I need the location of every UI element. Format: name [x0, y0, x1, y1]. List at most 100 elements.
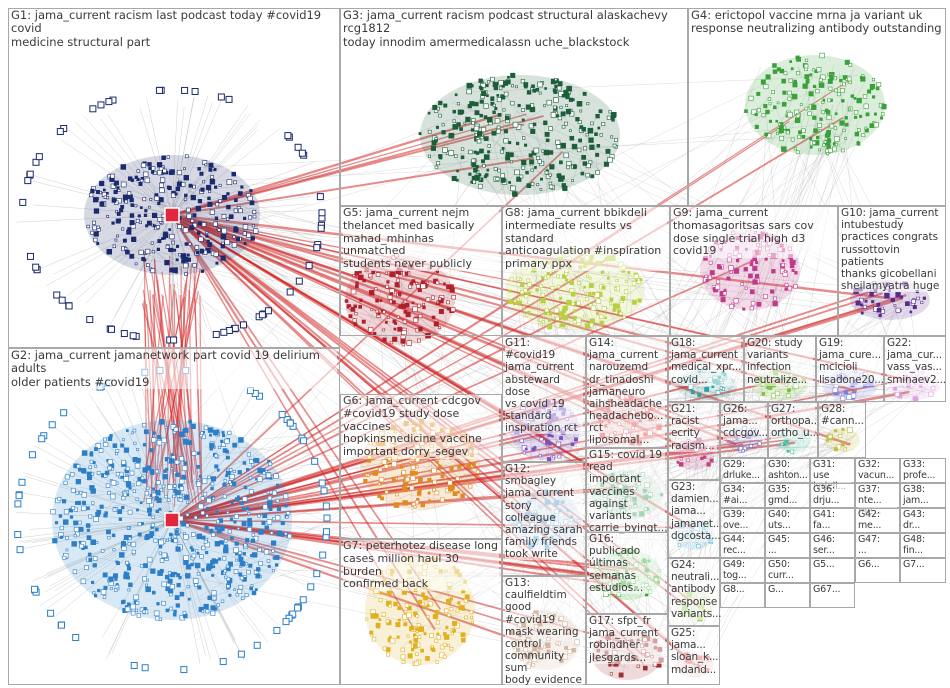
node: [130, 203, 135, 207]
node: [284, 532, 288, 536]
group-label: G40: uts...: [768, 509, 807, 532]
group-box-small: G46: ser...: [810, 533, 855, 558]
node: [222, 494, 227, 499]
group-label: G7...: [903, 559, 943, 571]
node: [195, 250, 200, 255]
edge: [171, 100, 222, 216]
node: [197, 199, 203, 204]
group-label: G49: tog...: [723, 559, 762, 582]
node: [121, 227, 125, 231]
edge: [18, 491, 173, 521]
edge: [712, 378, 917, 389]
node: [125, 249, 130, 255]
node: [113, 182, 118, 186]
node: [144, 177, 151, 184]
group-box-small: G49: tog...: [720, 558, 765, 583]
node: [96, 242, 100, 246]
node: [253, 228, 259, 234]
node: [122, 238, 127, 243]
node: [206, 239, 210, 243]
node: [153, 538, 158, 543]
node: [75, 479, 81, 485]
group-label: G5: jama_current nejm thelancet med basi…: [343, 206, 499, 271]
node: [116, 211, 121, 216]
node: [250, 236, 255, 241]
edge: [171, 519, 201, 665]
node: [188, 183, 193, 188]
node: [157, 217, 163, 222]
node: [197, 167, 201, 171]
node: [146, 507, 152, 513]
edge: [171, 214, 247, 325]
node: [221, 227, 228, 234]
group-box-g13: G13: caulfieldtim good #covid19 mask wea…: [502, 576, 586, 687]
node: [224, 239, 230, 246]
node: [155, 469, 159, 474]
node: [130, 431, 134, 435]
edge: [24, 178, 173, 216]
node: [150, 241, 154, 245]
group-box-g17: G17: sfpt_fr jama_current robindher jles…: [586, 614, 668, 685]
node: [122, 194, 129, 200]
node: [258, 561, 263, 566]
node: [176, 583, 181, 588]
edge: [171, 214, 307, 246]
group-label: G47: ...: [858, 534, 897, 557]
node: [151, 250, 155, 254]
node: [158, 182, 164, 188]
node: [160, 177, 166, 183]
node: [144, 209, 148, 213]
group-label: G14: jama_current narouzemd dr_tinadoshi…: [589, 337, 665, 447]
node: [93, 197, 99, 203]
node: [200, 269, 204, 273]
node: [157, 239, 162, 244]
node: [208, 167, 213, 172]
node: [106, 214, 110, 218]
node: [129, 253, 135, 259]
node: [192, 263, 197, 268]
node: [162, 232, 169, 239]
node: [229, 517, 234, 521]
hub-edge: [149, 290, 158, 495]
group-label: G33: profe...: [903, 459, 943, 482]
node: [400, 338, 406, 344]
node: [206, 497, 212, 504]
edge: [171, 214, 306, 258]
edge: [749, 135, 766, 444]
node: [210, 476, 217, 482]
node: [127, 191, 132, 196]
node: [416, 338, 421, 343]
edge: [193, 134, 843, 168]
group-box-small: G50: curr...: [765, 558, 810, 583]
node: [106, 191, 109, 195]
node: [208, 162, 214, 168]
edge: [171, 519, 235, 644]
node: [184, 193, 188, 198]
node: [201, 545, 206, 551]
edge: [554, 267, 917, 305]
node: [276, 530, 283, 537]
edge: [171, 214, 290, 271]
edge: [45, 519, 173, 574]
edge: [114, 214, 173, 316]
group-box-small: G37: nte... me...: [855, 483, 900, 518]
node: [233, 180, 237, 185]
edge: [171, 519, 236, 641]
node: [166, 185, 171, 189]
node: [183, 167, 186, 171]
edge: [171, 417, 279, 521]
group-label: G27: orthopa... ortho_u...: [771, 403, 821, 440]
node: [129, 197, 134, 203]
node: [249, 189, 253, 193]
group-box-g4: G4: erictopol vaccine mrna ja variant uk…: [688, 8, 946, 206]
node: [112, 548, 116, 552]
node: [183, 436, 187, 440]
group-label: G35: gmd...: [768, 484, 807, 507]
node: [168, 247, 174, 253]
edge: [146, 96, 173, 216]
node: [145, 224, 149, 228]
edge: [18, 519, 173, 542]
edge: [171, 214, 309, 248]
node: [103, 437, 107, 442]
group-label: G19: jama_cure... mcicioli lisadone20...: [819, 337, 884, 386]
